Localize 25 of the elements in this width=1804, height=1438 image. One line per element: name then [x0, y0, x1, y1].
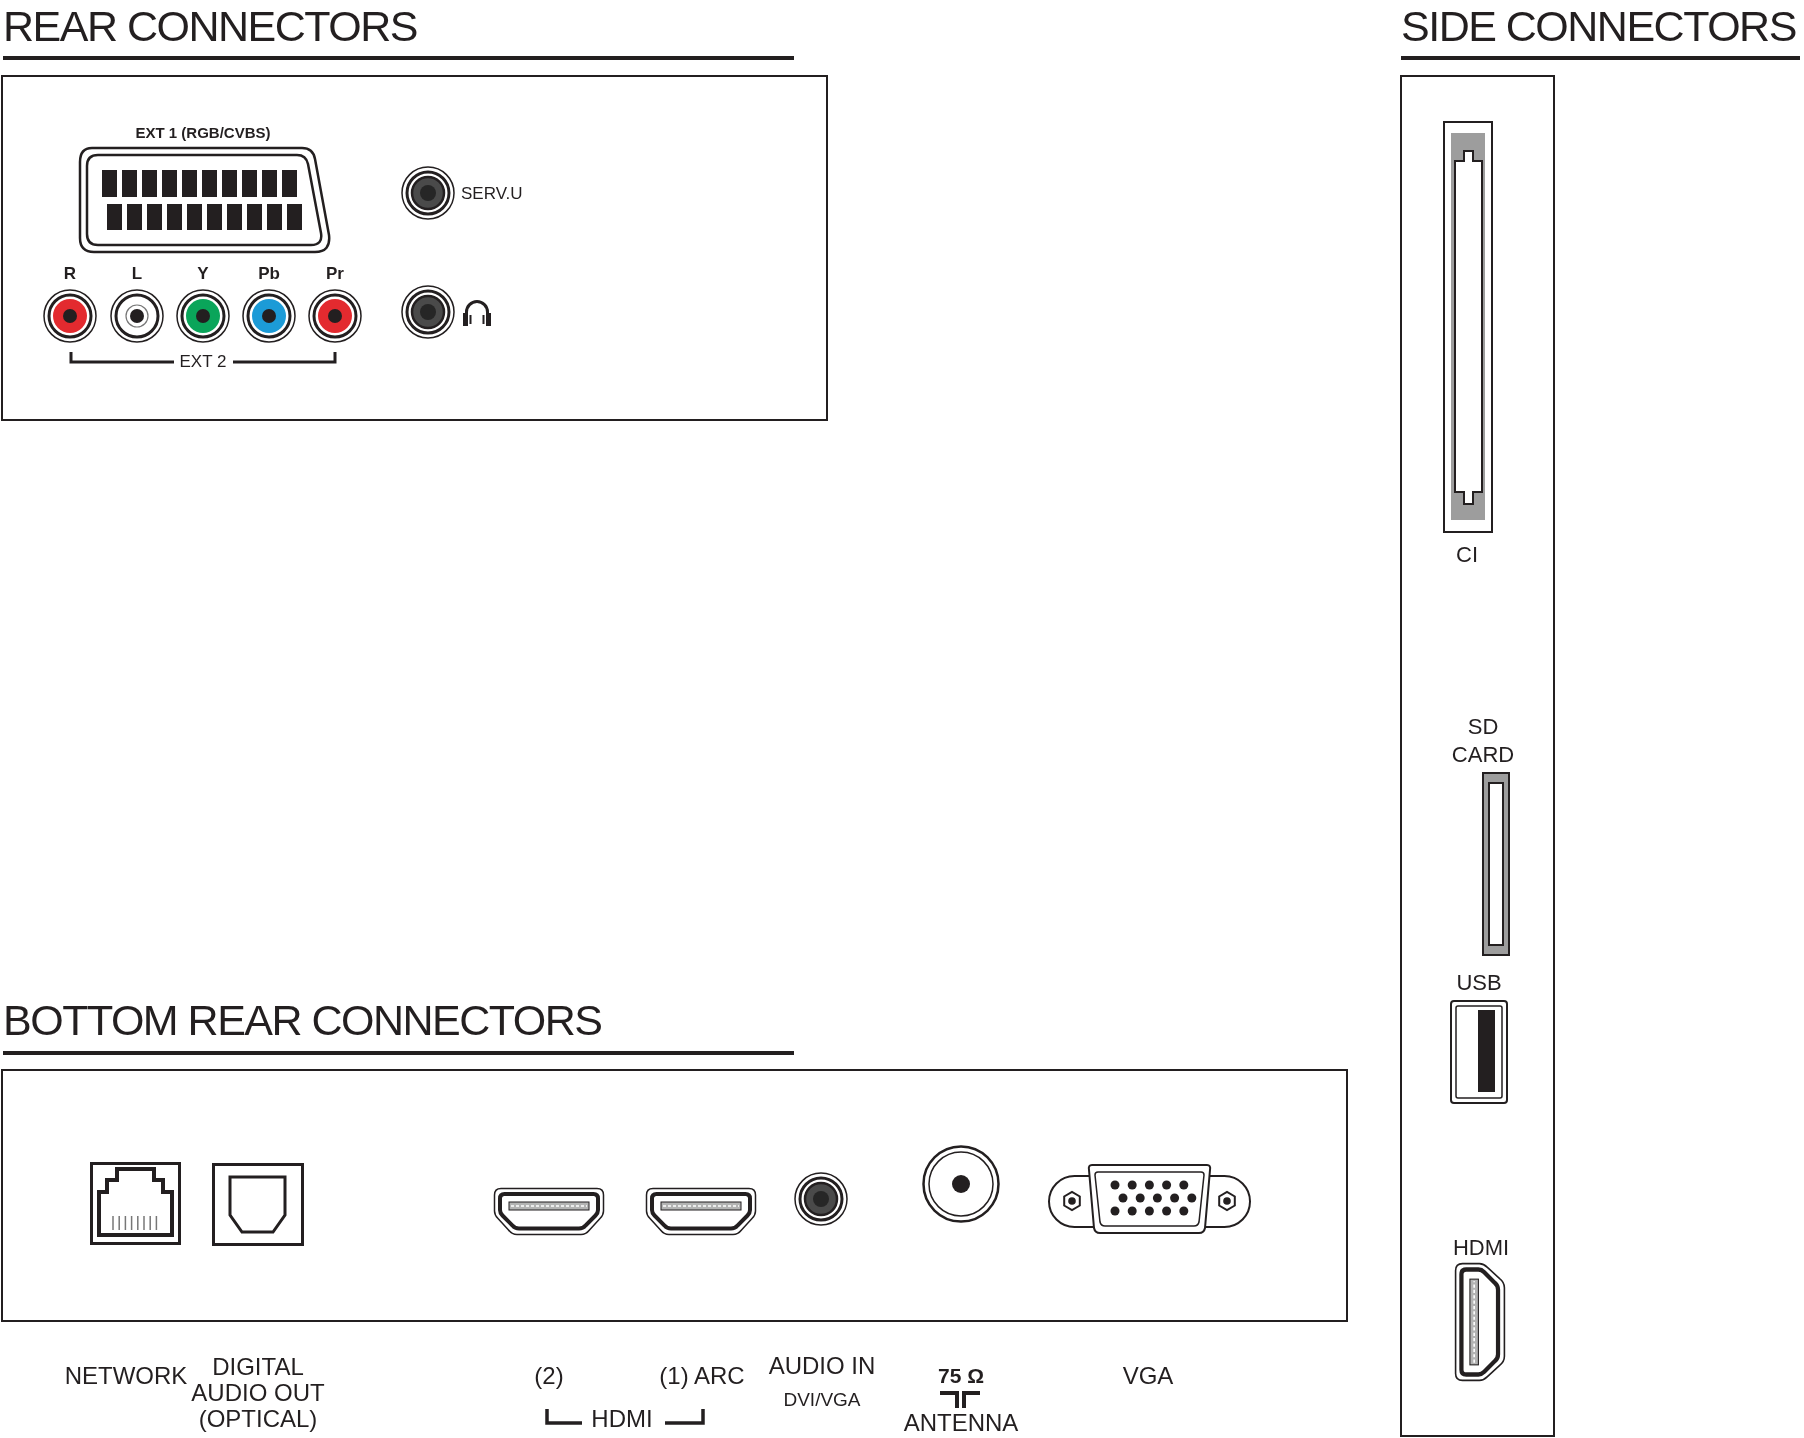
- connector-label: Pb: [258, 264, 280, 282]
- connector-label: NETWORK: [64, 1364, 188, 1388]
- connector-label: Pr: [326, 264, 344, 282]
- connector-label: SERV.U: [461, 184, 523, 202]
- impedance-label: 75 Ω: [938, 1364, 984, 1386]
- connector-label: EXT 2: [179, 352, 227, 370]
- connector-label: (1) ARC: [659, 1364, 745, 1388]
- connector-label: HDMI: [591, 1407, 653, 1431]
- connector-label: EXT 1 (RGB/CVBS): [135, 124, 271, 140]
- connector-label: DIGITAL AUDIO OUT (OPTICAL): [190, 1354, 326, 1432]
- connector-label: L: [131, 264, 143, 282]
- connector-label: R: [63, 264, 77, 282]
- section-heading: SIDE CONNECTORS: [1401, 5, 1796, 48]
- connector-label: AUDIO IN: [768, 1354, 876, 1378]
- connector-label: HDMI: [1452, 1237, 1510, 1259]
- section-heading: REAR CONNECTORS: [3, 5, 417, 48]
- connector-label: SD CARD: [1450, 713, 1516, 769]
- connector-label: VGA: [1122, 1364, 1174, 1388]
- connector-label: Y: [197, 264, 209, 282]
- section-heading: BOTTOM REAR CONNECTORS: [3, 999, 602, 1042]
- connector-label: CI: [1456, 544, 1478, 566]
- connector-label: DVI/VGA: [783, 1389, 861, 1409]
- connector-label: (2): [534, 1364, 564, 1388]
- connector-label: USB: [1456, 972, 1502, 994]
- connector-label: ANTENNA: [903, 1411, 1019, 1435]
